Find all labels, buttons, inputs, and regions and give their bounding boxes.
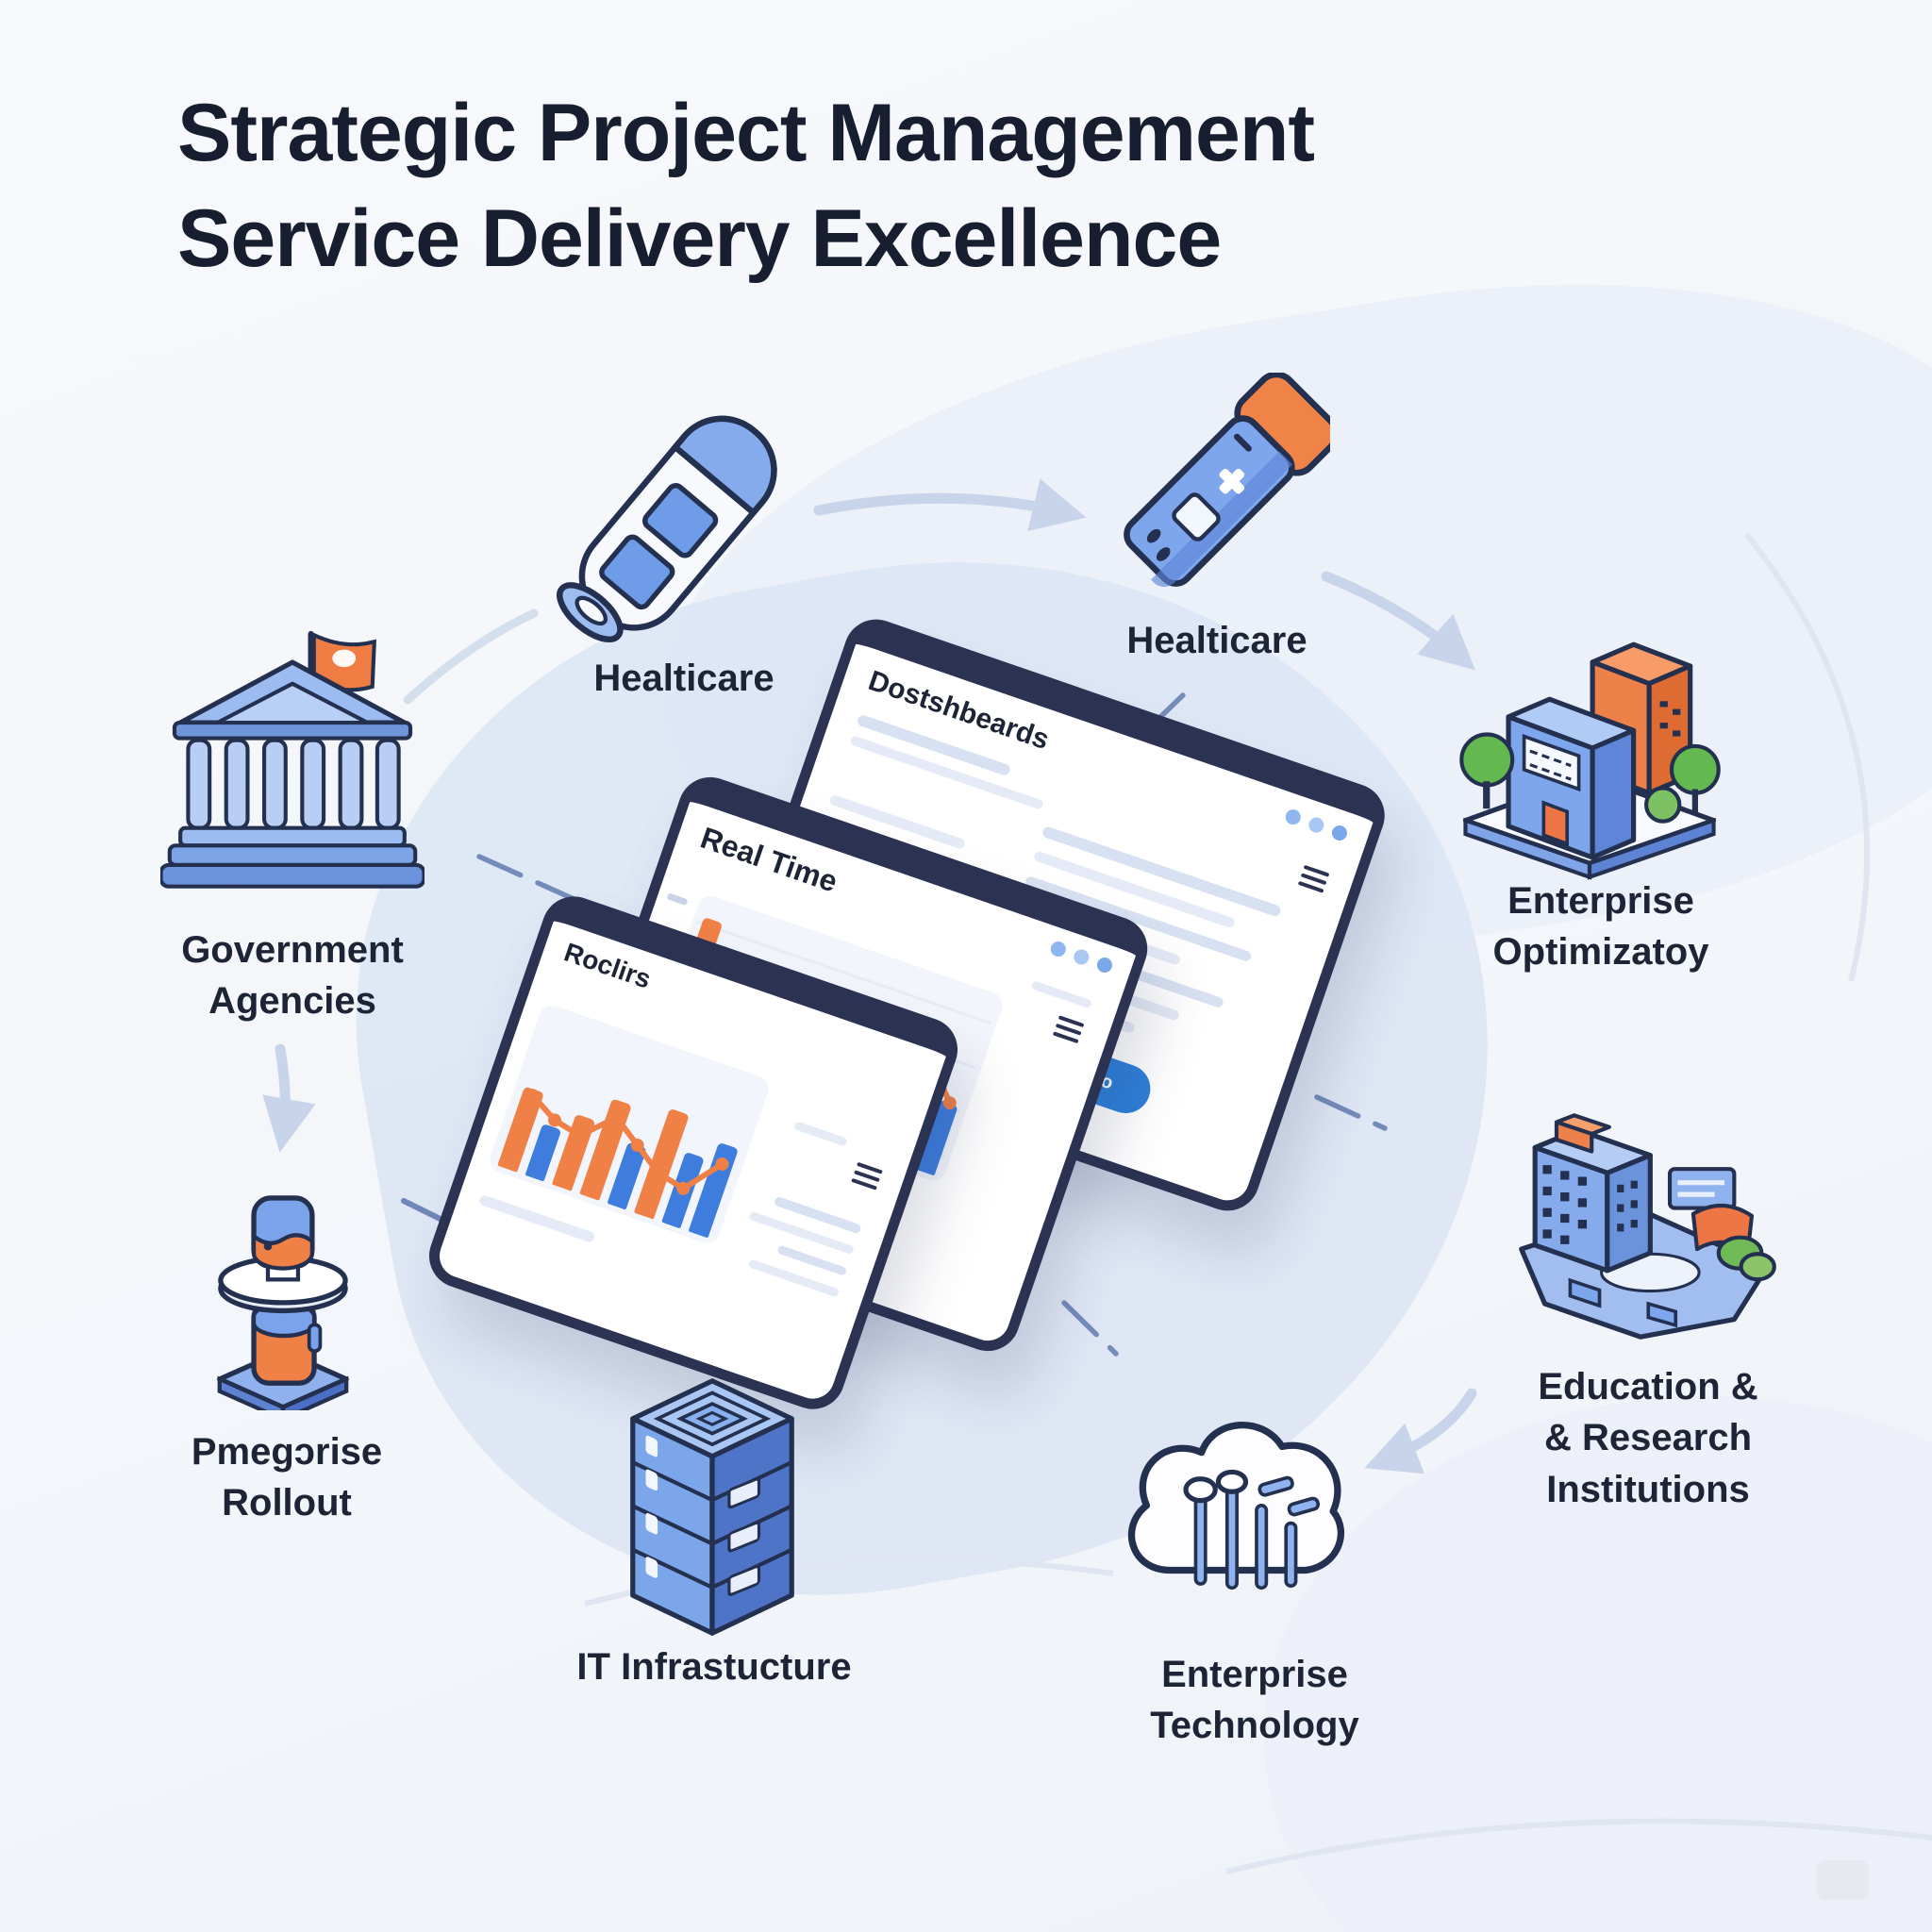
menu-icon — [851, 1161, 883, 1191]
label-healthcare-right: Healticare — [1126, 620, 1307, 661]
medical-usb-icon — [1124, 373, 1330, 588]
menu-icon — [1052, 1015, 1085, 1044]
education-campus-icon — [1519, 1113, 1776, 1340]
skeleton-line — [477, 1193, 596, 1243]
label-healthcare-left: Healticare — [593, 658, 774, 699]
connector-center-education — [1314, 1094, 1388, 1131]
watermark-badge — [1816, 1860, 1869, 1900]
page-title-line2: Service Delivery Excellence — [177, 192, 1222, 284]
skeleton-line — [793, 1121, 848, 1147]
cloud-technology-icon — [1128, 1422, 1344, 1591]
label-program-rollout: Pmegɔrise Rollout — [191, 1431, 383, 1524]
window-title: Roclirs — [560, 937, 656, 994]
window-title: Dostshbeards — [864, 664, 1054, 757]
label-government-agencies: Government Agencies — [181, 929, 404, 1023]
label-enterprise-optimization: Enterprise Optimizatoy — [1492, 880, 1709, 974]
window-title: Real Time — [696, 820, 842, 899]
label-education-research: Education & & Research Institutions — [1538, 1366, 1758, 1510]
rollout-machine-icon — [217, 1195, 349, 1410]
government-building-icon — [160, 630, 425, 889]
label-it-infrastructure: IT Infrastucture — [576, 1646, 852, 1688]
arrow-education-to-cloud — [1364, 1388, 1477, 1474]
page-title: Strategic Project Management Service Del… — [177, 81, 1315, 292]
arrow-healthcare-to-healthcare — [813, 478, 1087, 532]
arc-government-to-healthcare — [403, 608, 539, 705]
page-title-line1: Strategic Project Management — [177, 88, 1315, 178]
connector-center-cloud — [1061, 1300, 1119, 1357]
server-stack-icon — [630, 1378, 794, 1636]
healthcare-device-icon — [557, 415, 777, 642]
window-dots-icon — [1283, 807, 1350, 843]
skeleton-line — [1030, 980, 1092, 1009]
menu-icon — [1297, 864, 1330, 893]
window-dots-icon — [1048, 939, 1115, 975]
enterprise-buildings-icon — [1459, 641, 1721, 880]
label-enterprise-technology: Enterprise Technology — [1150, 1654, 1359, 1747]
arrow-government-to-rollout — [262, 1043, 316, 1153]
